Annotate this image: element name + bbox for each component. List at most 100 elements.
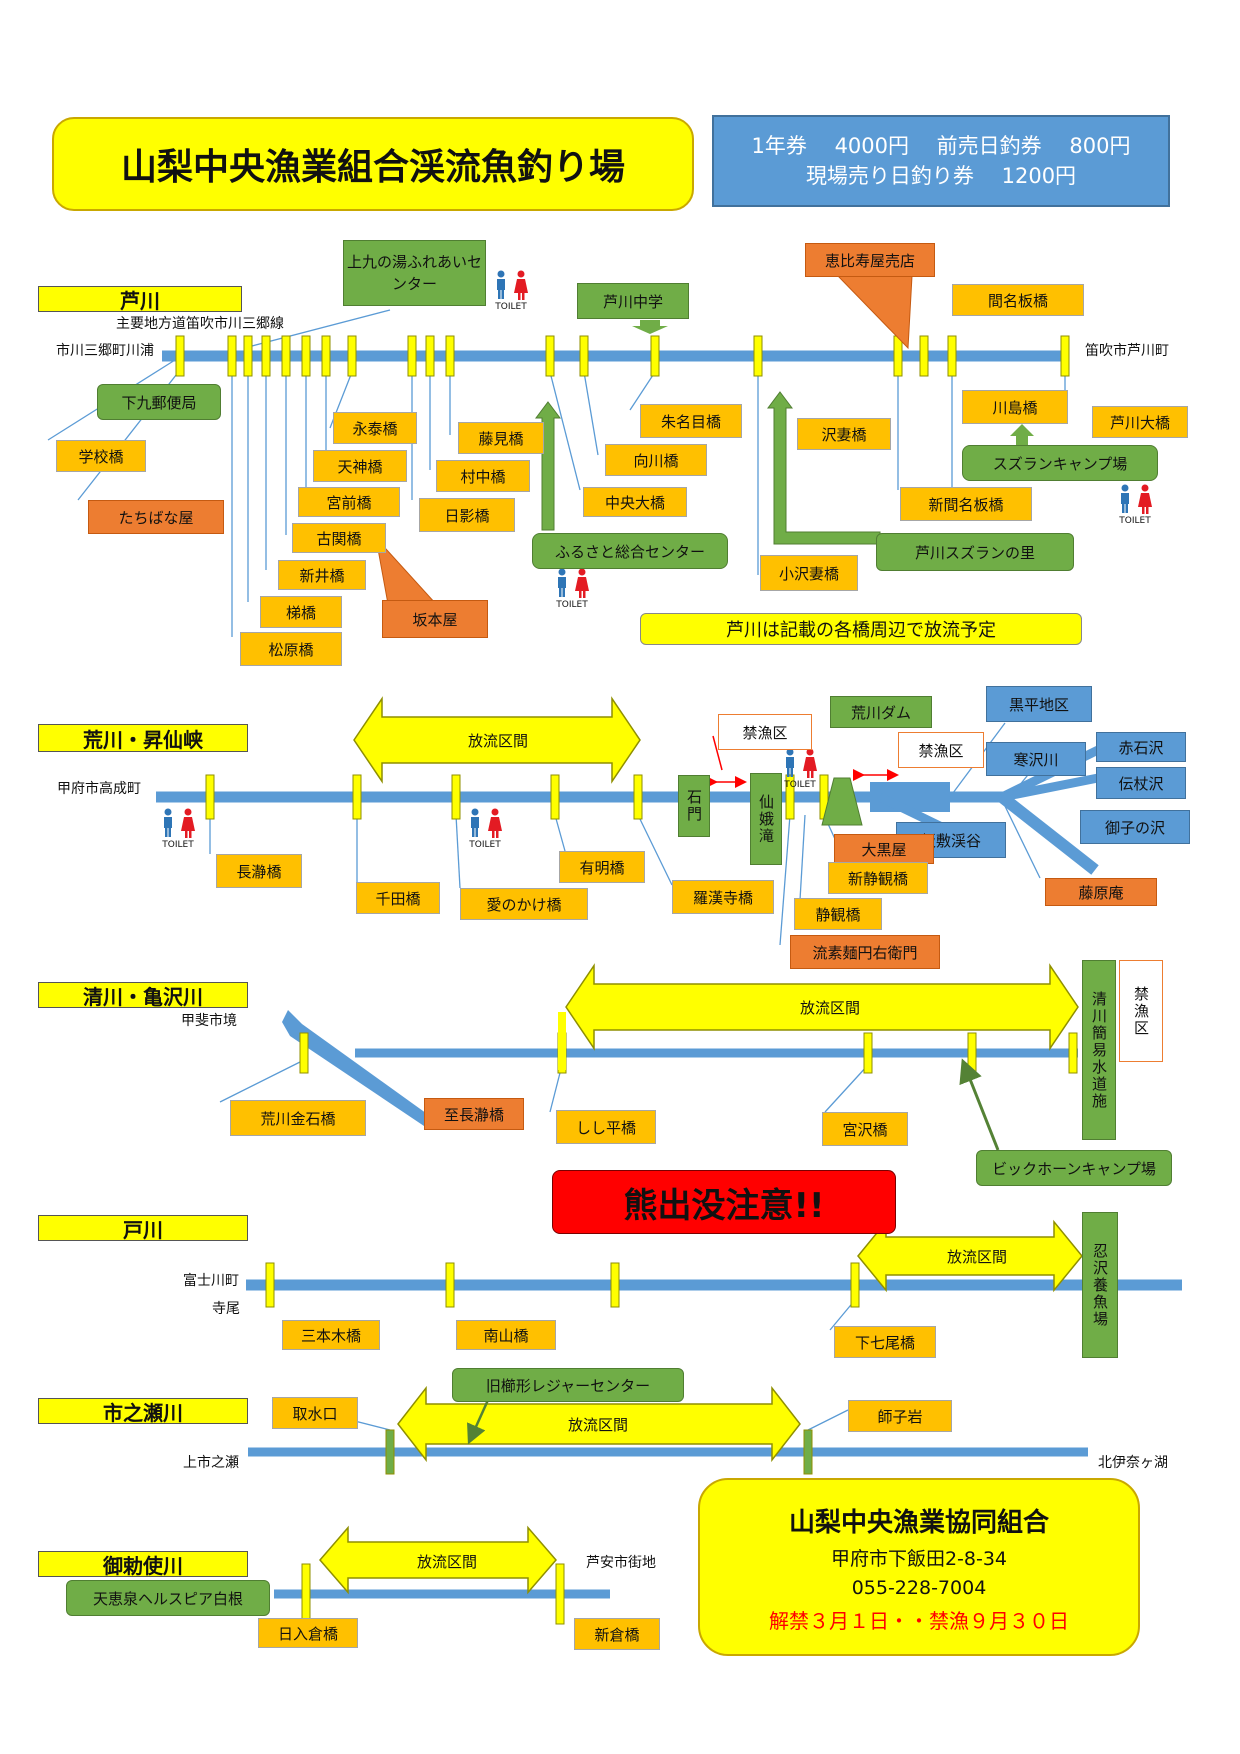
kyu-kushigata-center: 旧櫛形レジャーセンター	[452, 1368, 684, 1402]
ichinose-release-label: 放流区間	[567, 1415, 628, 1434]
tachibanaya-shop: たちばな屋	[88, 500, 224, 534]
release-arrow-midaishi	[319, 1525, 557, 1595]
leader-line	[549, 371, 581, 491]
toilet-icon	[471, 808, 502, 838]
river-onkonosawa	[998, 792, 1099, 875]
ichinose-right-end: 北伊奈ヶ湖	[1098, 1455, 1168, 1471]
toilet-label: TOILET	[469, 839, 501, 850]
ryusomen-enemon: 流素麺円右衛門	[790, 935, 940, 969]
association-phone: 055-228-7004	[851, 1577, 987, 1599]
toilet-label: TOILET	[495, 301, 527, 312]
manaita-bridge: 間名板橋	[952, 284, 1084, 316]
toilet-icon	[497, 270, 528, 300]
kiyokawa-waterworks: 清川簡易水道施	[1082, 960, 1116, 1140]
bridge-marker	[893, 335, 903, 377]
release-arrow-ichinose	[397, 1385, 801, 1463]
sanbongi-bridge: 三本木橋	[282, 1320, 380, 1350]
bighorn-arrow	[959, 1058, 1000, 1151]
togawa-left-end-1: 富士川町	[183, 1273, 239, 1289]
bridge-marker	[299, 1032, 309, 1074]
bridge-marker	[301, 335, 311, 377]
bridge-marker	[633, 774, 643, 820]
ichinose-left-end: 上市之瀬	[183, 1455, 239, 1471]
kinryo-leader-1	[712, 735, 723, 771]
bridge-marker	[1068, 1032, 1078, 1074]
denjo-stream: 伝杖沢	[1096, 767, 1186, 799]
sakamotoya-shop: 坂本屋	[382, 600, 488, 638]
release-arrow-kiyokawa	[565, 963, 1079, 1051]
shusuiguchi: 取水口	[272, 1397, 358, 1429]
toilet-icon	[164, 808, 195, 838]
arakawa-dam-shape	[821, 777, 863, 826]
toilet-icon	[1121, 484, 1152, 514]
bridge-marker	[243, 335, 253, 377]
suzuran-sato: 芦川スズランの里	[876, 533, 1074, 571]
ashigawa-ohashi: 芦川大橋	[1092, 406, 1188, 438]
association-address: 甲府市下飯田2-8-34	[830, 1547, 1008, 1570]
arakawa-left-end: 甲府市高成町	[57, 781, 141, 797]
ishimon: 石門	[678, 775, 710, 837]
furuseki-bridge: 古関橋	[292, 523, 386, 553]
toilet-label: TOILET	[784, 779, 816, 790]
kurobira-district: 黒平地区	[986, 686, 1092, 722]
bridge-marker	[967, 1032, 977, 1074]
toilet-label: TOILET	[556, 599, 588, 610]
hiirikura-bridge: 日入倉橋	[258, 1618, 358, 1648]
arakawa-dam: 荒川ダム	[830, 696, 932, 728]
nagatoro-bridge: 長瀞橋	[216, 854, 302, 888]
ashigawa-jhs: 芦川中学	[577, 283, 689, 319]
shimonanao-bridge: 下七尾橋	[834, 1326, 936, 1358]
section-title-arakawa: 荒川・昇仙峡	[38, 724, 248, 752]
fishing-season: 解禁３月１日・・禁漁９月３０日	[769, 1608, 1069, 1633]
leader-line	[251, 309, 391, 347]
bear-warning: 熊出没注意!!	[552, 1170, 896, 1234]
leader-line	[807, 1409, 849, 1431]
bridge-marker	[301, 1563, 311, 1625]
matsubara-bridge: 松原橋	[240, 632, 342, 666]
section-title-midaishi: 御勅使川	[38, 1551, 248, 1578]
ashigawa-right-end: 笛吹市芦川町	[1085, 343, 1169, 359]
bridge-marker	[550, 774, 560, 820]
leader-line	[799, 814, 806, 901]
kiyokawa-boundary: 甲斐市境	[181, 1013, 237, 1029]
bridge-marker	[261, 335, 271, 377]
bridge-marker	[579, 335, 589, 377]
ashigawa-note: 芦川は記載の各橋周辺で放流予定	[640, 613, 1082, 645]
arai-bridge: 新井橋	[278, 560, 366, 590]
bridge-marker	[919, 335, 929, 377]
muranaka-bridge: 村中橋	[436, 460, 530, 492]
kamikuno-center: 上九の湯ふれあいセンター	[343, 240, 486, 306]
kiyokawa-release-label: 放流区間	[799, 998, 860, 1017]
suzuran-sato-arrow	[767, 391, 881, 545]
togawa-release-label: 放流区間	[946, 1247, 1007, 1266]
bridge-marker	[947, 335, 957, 377]
association-info-box	[698, 1478, 1140, 1656]
bridge-marker	[347, 335, 357, 377]
ebisuya-callout	[836, 275, 913, 350]
kinryo-area-2: 禁漁区	[898, 732, 984, 768]
togawa-left-end-2: 寺尾	[212, 1301, 240, 1317]
shin-seikan-bridge: 新静観橋	[828, 862, 928, 894]
bridge-marker	[321, 335, 331, 377]
bridge-marker	[785, 774, 795, 820]
ainokake-bridge: 愛のかけ橋	[460, 888, 588, 920]
shishiiwa-marker	[803, 1429, 813, 1475]
shishiiwa-rock: 師子岩	[848, 1400, 952, 1432]
bridge-marker	[545, 335, 555, 377]
bridge-marker	[205, 774, 215, 820]
shumeime-bridge: 朱名目橋	[640, 404, 742, 438]
ebisuya-shop: 恵比寿屋売店	[805, 243, 935, 277]
bridge-marker	[753, 335, 763, 377]
river-denjo	[1001, 773, 1099, 802]
bighorn-camp: ビックホーンキャンプ場	[976, 1150, 1172, 1186]
intake-marker	[385, 1429, 395, 1475]
fujimi-bridge: 藤見橋	[458, 422, 544, 454]
oshizawa-fish-farm: 忍沢養魚場	[1082, 1212, 1118, 1358]
association-name: 山梨中央漁業協同組合	[788, 1507, 1049, 1538]
arakawa-release-label: 放流区間	[467, 731, 528, 750]
kawashima-bridge: 川島橋	[962, 390, 1068, 424]
bridge-marker	[227, 335, 237, 377]
leader-line	[219, 1059, 305, 1103]
shishidaira-bridge: しし平橋	[556, 1110, 656, 1144]
